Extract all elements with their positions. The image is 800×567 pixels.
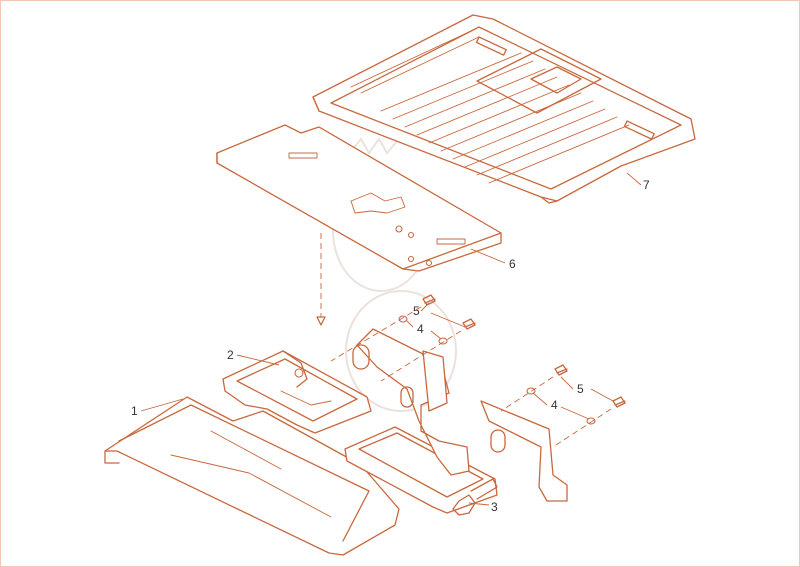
callout-6: 6: [509, 257, 516, 271]
callout-4-right: 4: [551, 398, 558, 412]
part-6-plate: [216, 124, 502, 272]
leader-lines: [140, 172, 642, 506]
assembly-direction-arrow: [316, 233, 326, 326]
fasteners: [330, 294, 626, 448]
callout-5-right: 5: [577, 382, 584, 396]
callout-2: 2: [227, 348, 234, 362]
part-7-tray-cover: [312, 14, 696, 204]
part-1-bottom-cover: [104, 396, 400, 556]
callout-1: 1: [131, 404, 138, 418]
part-3-hinge-mechanism: [344, 328, 568, 516]
callout-5-left: 5: [413, 304, 420, 318]
callout-3: 3: [491, 500, 498, 514]
callout-4-left: 4: [417, 322, 424, 336]
part-2-bracket: [222, 350, 372, 434]
callout-7: 7: [643, 178, 650, 192]
callout-labels: 1 2 3 4 4 5 5 6 7: [131, 178, 650, 514]
